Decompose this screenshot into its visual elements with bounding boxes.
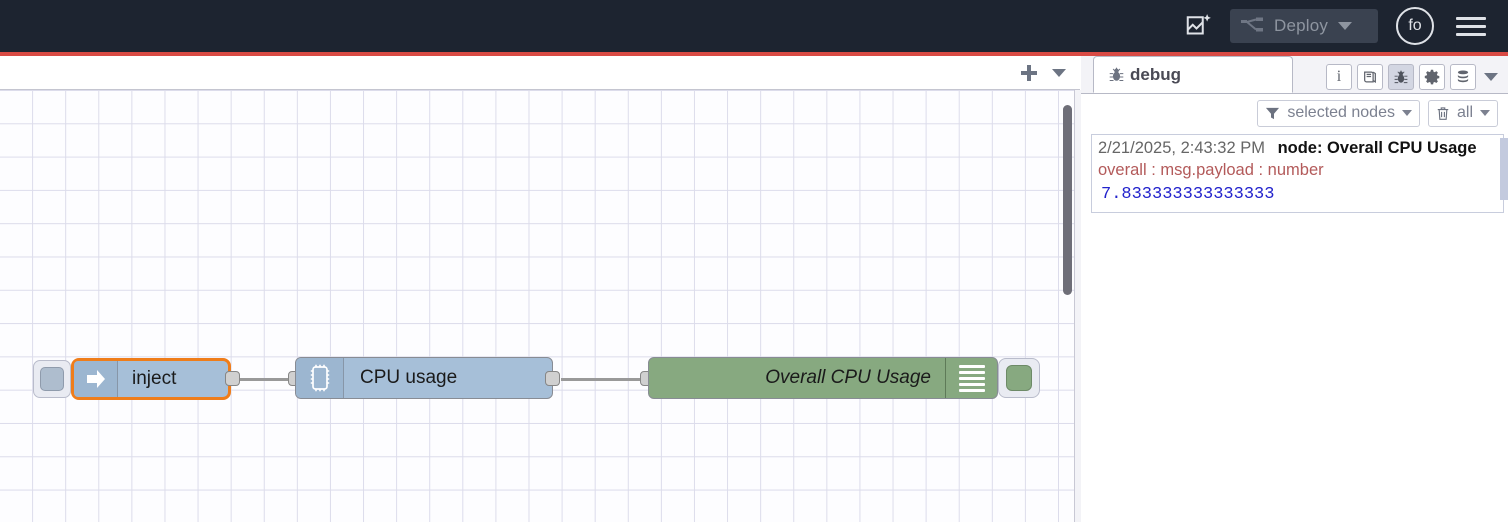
avatar-initials: fo [1408, 17, 1422, 34]
help-book-icon[interactable] [1357, 64, 1383, 90]
debug-clear-label: all [1456, 104, 1473, 121]
node-inject-label: inject [132, 368, 177, 389]
deploy-flow-icon [1240, 16, 1266, 36]
deploy-label: Deploy [1274, 16, 1329, 35]
node-cpu-usage[interactable]: CPU usage [295, 357, 553, 399]
inject-trigger-button[interactable] [33, 360, 71, 398]
context-data-icon[interactable] [1450, 64, 1476, 90]
header-accent-line [0, 52, 1508, 56]
debug-toggle-square-icon [1006, 365, 1032, 391]
node-debug-overall-cpu-usage[interactable]: Overall CPU Usage [648, 357, 998, 399]
trash-icon [1436, 106, 1450, 121]
debug-filter-button[interactable]: selected nodes [1257, 99, 1420, 127]
canvas-vertical-scrollbar[interactable] [1063, 105, 1072, 295]
chevron-down-icon [1480, 110, 1490, 116]
debug-toolbar: selected nodes all [1081, 94, 1508, 132]
chevron-down-icon[interactable] [1338, 22, 1353, 30]
debug-message-value: 7.833333333333333 [1101, 185, 1275, 204]
node-cpu-usage-label: CPU usage [360, 367, 458, 388]
info-icon[interactable]: i [1326, 64, 1352, 90]
flow-canvas[interactable]: inject CPU usage Overall CPU Usage [0, 90, 1080, 522]
sidebar-tab-overflow-button[interactable] [1480, 64, 1502, 90]
wire-cpu-to-debug [561, 378, 648, 381]
chevron-down-icon [1484, 73, 1498, 81]
debug-message-list[interactable]: 2/21/2025, 2:43:32 PM node: Overall CPU … [1091, 134, 1508, 213]
node-inject[interactable]: inject [71, 358, 231, 400]
flow-tabbar [0, 56, 1080, 90]
debug-panel-scrollbar[interactable] [1500, 138, 1508, 200]
sidebar-tab-icons: i [1321, 64, 1508, 93]
config-gear-icon[interactable] [1419, 64, 1445, 90]
debug-filter-label: selected nodes [1287, 104, 1395, 121]
app-header: Deploy fo [0, 0, 1508, 52]
sidebar-resize-handle[interactable] [1074, 90, 1081, 522]
wire-inject-to-cpu [239, 378, 295, 381]
add-flow-button[interactable] [1014, 58, 1044, 88]
microchip-icon [296, 358, 344, 398]
debug-node-toggle-button[interactable] [998, 358, 1040, 398]
bug-icon [1108, 66, 1125, 83]
inject-trigger-square-icon [40, 367, 64, 391]
chevron-down-icon [1052, 68, 1066, 77]
avatar[interactable]: fo [1396, 7, 1434, 45]
debug-message-timestamp: 2/21/2025, 2:43:32 PM [1098, 139, 1265, 157]
debug-lines-icon [945, 358, 997, 398]
funnel-icon [1265, 106, 1280, 121]
debug-message-item[interactable]: 2/21/2025, 2:43:32 PM node: Overall CPU … [1098, 139, 1497, 204]
debug-clear-button[interactable]: all [1427, 99, 1498, 127]
port-inject-output[interactable] [225, 371, 240, 386]
node-debug-label: Overall CPU Usage [765, 367, 931, 388]
tab-debug[interactable]: debug [1093, 56, 1293, 93]
sidebar-tabstrip: debug i [1081, 56, 1508, 94]
port-cpu-output[interactable] [545, 371, 560, 386]
ai-flow-icon[interactable] [1180, 7, 1218, 45]
arrow-right-icon [74, 361, 118, 397]
debug-bug-icon[interactable] [1388, 64, 1414, 90]
deploy-button[interactable]: Deploy [1230, 9, 1378, 43]
hamburger-menu-icon[interactable] [1456, 12, 1486, 41]
sidebar: debug i [1081, 56, 1508, 522]
debug-message-source[interactable]: node: Overall CPU Usage [1277, 139, 1477, 157]
debug-message-property: overall : msg.payload : number [1098, 161, 1324, 179]
tab-debug-label: debug [1130, 64, 1181, 84]
flow-menu-button[interactable] [1044, 58, 1074, 88]
chevron-down-icon [1401, 110, 1412, 116]
